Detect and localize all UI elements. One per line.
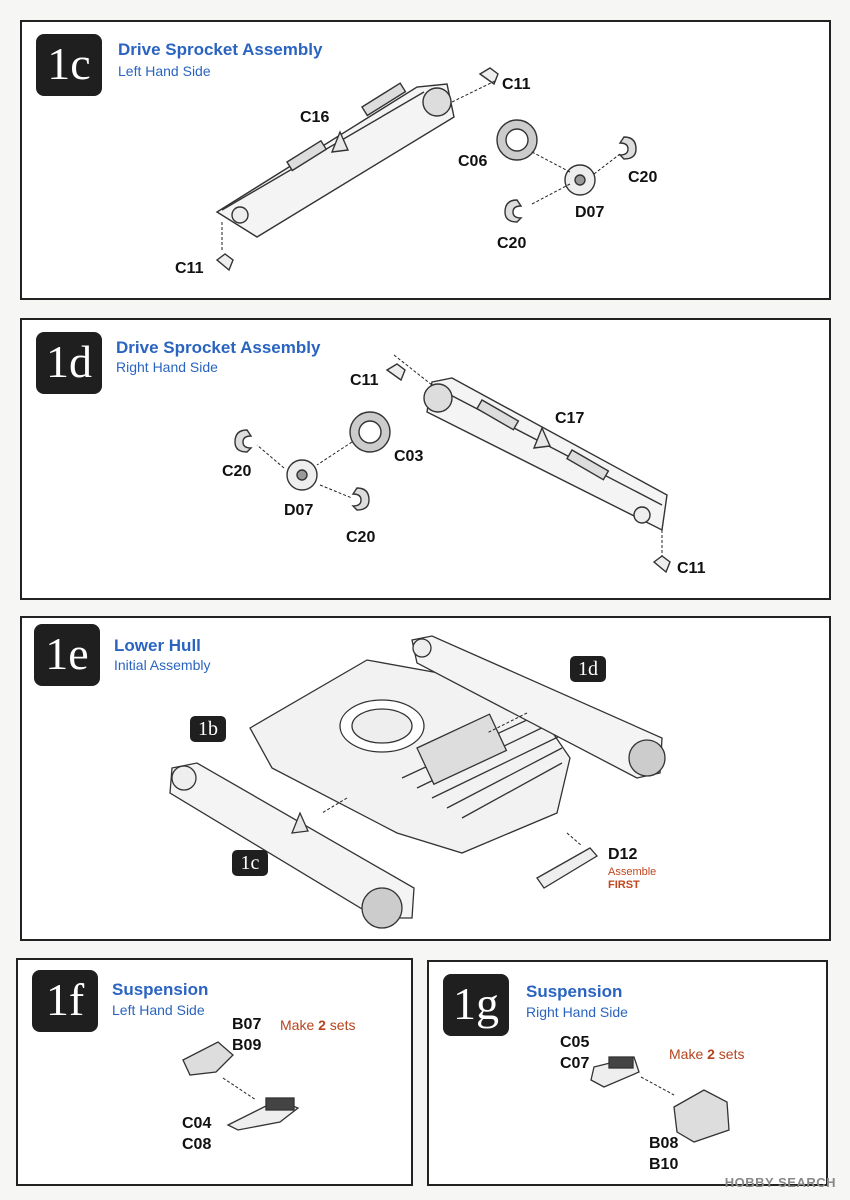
part-label-d07: D07 bbox=[284, 502, 314, 519]
step-badge: 1f bbox=[32, 970, 98, 1032]
part-label-c06: C06 bbox=[458, 153, 488, 170]
step-title: Drive Sprocket Assembly bbox=[116, 338, 321, 357]
part-label-d07: D07 bbox=[575, 204, 605, 221]
part-label-c11: C11 bbox=[175, 260, 204, 277]
part-label-c03: C03 bbox=[394, 448, 424, 465]
part-label-c11: C11 bbox=[677, 560, 706, 577]
part-label-b08: B08 bbox=[649, 1135, 679, 1152]
part-diagram-1c bbox=[215, 67, 637, 272]
part-label-d12: D12 bbox=[608, 846, 638, 863]
part-label-c16: C16 bbox=[300, 109, 330, 126]
step-subtitle: Right Hand Side bbox=[526, 1004, 628, 1020]
part-label-b07: B07 bbox=[232, 1016, 262, 1033]
part-label-c05: C05 bbox=[560, 1034, 590, 1051]
first-note: FIRST bbox=[608, 879, 640, 891]
step-title: Suspension bbox=[526, 982, 623, 1001]
step-1d-panel: 1d Drive Sprocket Assembly Right Hand Si… bbox=[20, 318, 831, 600]
ref-badge-1d: 1d bbox=[570, 656, 606, 682]
part-label-c11: C11 bbox=[350, 372, 379, 389]
part-label-c20: C20 bbox=[222, 463, 252, 480]
step-subtitle: Left Hand Side bbox=[118, 63, 211, 79]
step-title: Lower Hull bbox=[114, 636, 201, 655]
step-badge: 1e bbox=[34, 624, 100, 686]
assemble-note: Assemble bbox=[608, 866, 657, 878]
part-label-c20: C20 bbox=[628, 169, 658, 186]
step-subtitle: Right Hand Side bbox=[116, 359, 218, 375]
watermark: HOBBY SEARCH bbox=[724, 1175, 836, 1190]
step-1e-panel: 1e Lower Hull Initial Assembly 1d 1b 1 bbox=[20, 616, 831, 941]
part-label-c07: C07 bbox=[560, 1055, 590, 1072]
step-badge: 1g bbox=[443, 974, 509, 1036]
note-suffix: sets bbox=[714, 1046, 745, 1062]
note-prefix: Make bbox=[669, 1046, 708, 1062]
part-label-b09: B09 bbox=[232, 1037, 262, 1054]
step-1f-panel: 1f Suspension Left Hand Side B07 B09 Mak… bbox=[16, 958, 413, 1186]
quantity-note: Make 2 sets bbox=[669, 1046, 745, 1062]
part-label-c04: C04 bbox=[182, 1115, 212, 1132]
note-count: 2 bbox=[707, 1046, 715, 1062]
step-subtitle: Initial Assembly bbox=[114, 657, 211, 673]
part-label-c20: C20 bbox=[346, 529, 376, 546]
step-badge: 1d bbox=[36, 332, 102, 394]
part-label-c20: C20 bbox=[497, 235, 527, 252]
ref-badge-1c: 1c bbox=[232, 850, 268, 876]
note-suffix: sets bbox=[325, 1017, 356, 1033]
step-subtitle: Left Hand Side bbox=[112, 1002, 205, 1018]
note-count: 2 bbox=[318, 1017, 326, 1033]
part-label-c08: C08 bbox=[182, 1136, 212, 1153]
part-diagram-1e bbox=[169, 635, 666, 929]
step-1c-panel: 1c Drive Sprocket Assembly Left Hand Sid… bbox=[20, 20, 831, 300]
step-1g-panel: 1g Suspension Right Hand Side C05 C07 Ma… bbox=[427, 960, 828, 1186]
step-title: Suspension bbox=[112, 980, 209, 999]
note-prefix: Make bbox=[280, 1017, 319, 1033]
part-label-b10: B10 bbox=[649, 1156, 679, 1173]
ref-badge-1b: 1b bbox=[190, 716, 226, 742]
part-label-c17: C17 bbox=[555, 410, 585, 427]
step-title: Drive Sprocket Assembly bbox=[118, 40, 323, 59]
part-label-c11: C11 bbox=[502, 76, 531, 93]
quantity-note: Make 2 sets bbox=[280, 1017, 356, 1033]
part-diagram-1d bbox=[234, 354, 671, 574]
step-badge: 1c bbox=[36, 34, 102, 96]
part-diagram-1g bbox=[590, 1056, 730, 1143]
part-diagram-1f bbox=[182, 1041, 300, 1131]
